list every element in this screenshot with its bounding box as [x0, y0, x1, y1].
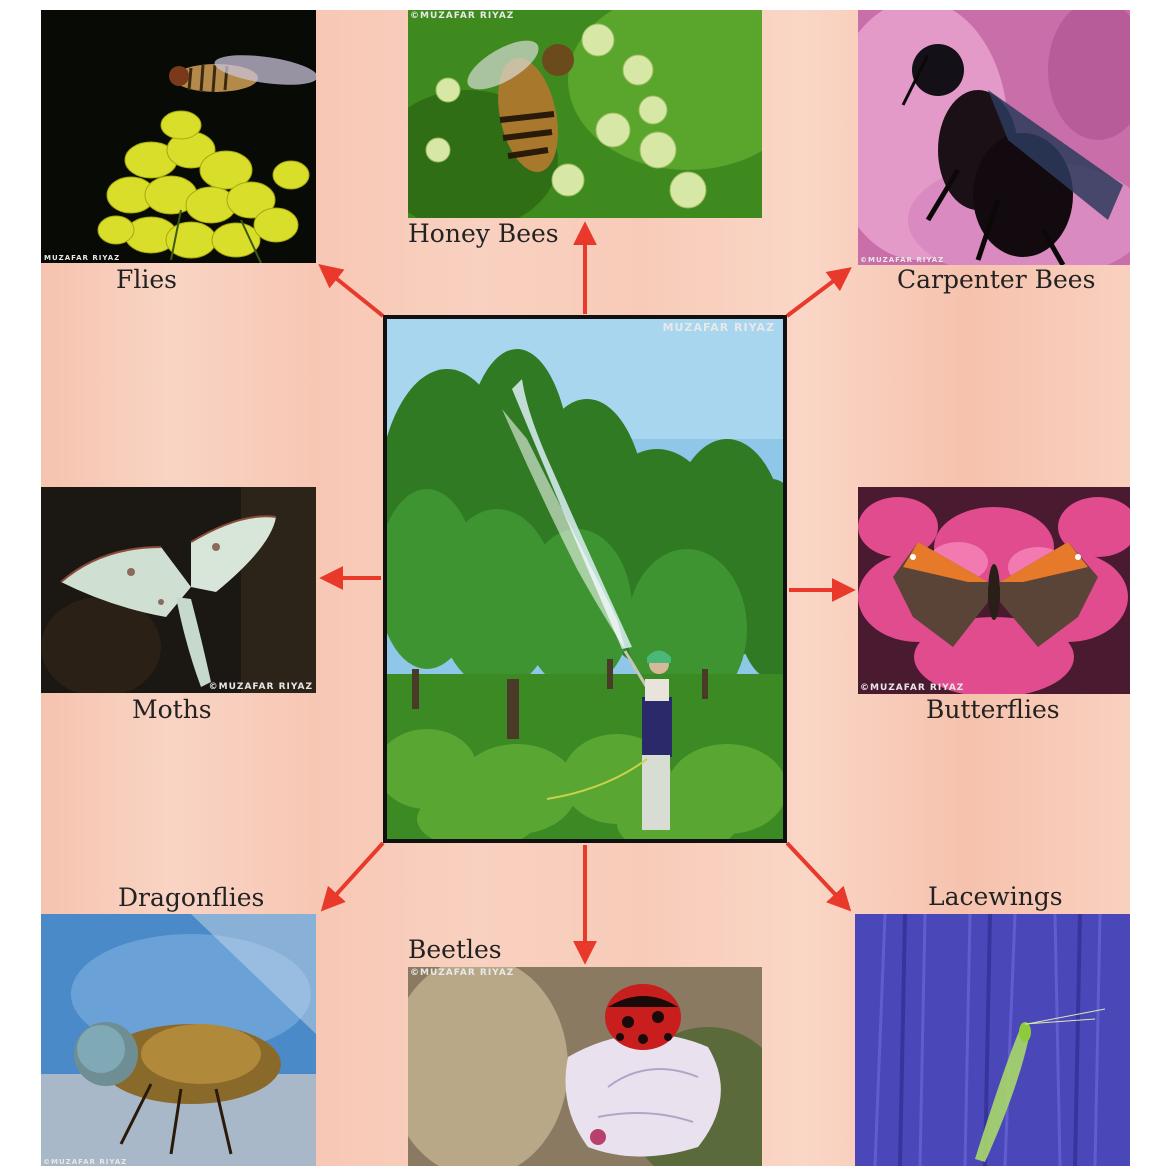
label-beetles: Beetles — [408, 935, 502, 964]
photo-credit: ©MUZAFAR RIYAZ — [860, 683, 964, 693]
carpenter-bees-photo: ©MUZAFAR RIYAZ — [858, 10, 1130, 265]
photo-credit: ©MUZAFAR RIYAZ — [209, 682, 313, 692]
moths-photo: ©MUZAFAR RIYAZ — [41, 487, 316, 693]
label-butterflies: Butterflies — [926, 695, 1060, 724]
photo-credit: ©MUZAFAR RIYAZ — [43, 1158, 127, 1166]
butterflies-photo: ©MUZAFAR RIYAZ — [858, 487, 1130, 694]
dragonflies-photo: ©MUZAFAR RIYAZ — [41, 914, 316, 1166]
orchard-spraying-photo: MUZAFAR RIYAZ — [383, 315, 787, 843]
photo-credit: MUZAFAR RIYAZ — [44, 254, 120, 262]
label-moths: Moths — [132, 695, 212, 724]
photo-credit: ©MUZAFAR RIYAZ — [410, 11, 514, 21]
photo-credit: MUZAFAR RIYAZ — [663, 321, 775, 334]
flies-photo: MUZAFAR RIYAZ — [41, 10, 316, 263]
lacewings-photo — [855, 914, 1130, 1166]
label-flies: Flies — [116, 265, 177, 294]
beetles-photo: ©MUZAFAR RIYAZ — [408, 967, 762, 1166]
label-dragonflies: Dragonflies — [118, 883, 264, 912]
honey-bees-photo: ©MUZAFAR RIYAZ — [408, 10, 762, 218]
label-lacewings: Lacewings — [928, 882, 1063, 911]
photo-credit: ©MUZAFAR RIYAZ — [410, 968, 514, 978]
photo-credit: ©MUZAFAR RIYAZ — [860, 256, 944, 264]
label-honey-bees: Honey Bees — [408, 219, 559, 248]
label-carpenter-bees: Carpenter Bees — [897, 265, 1095, 294]
